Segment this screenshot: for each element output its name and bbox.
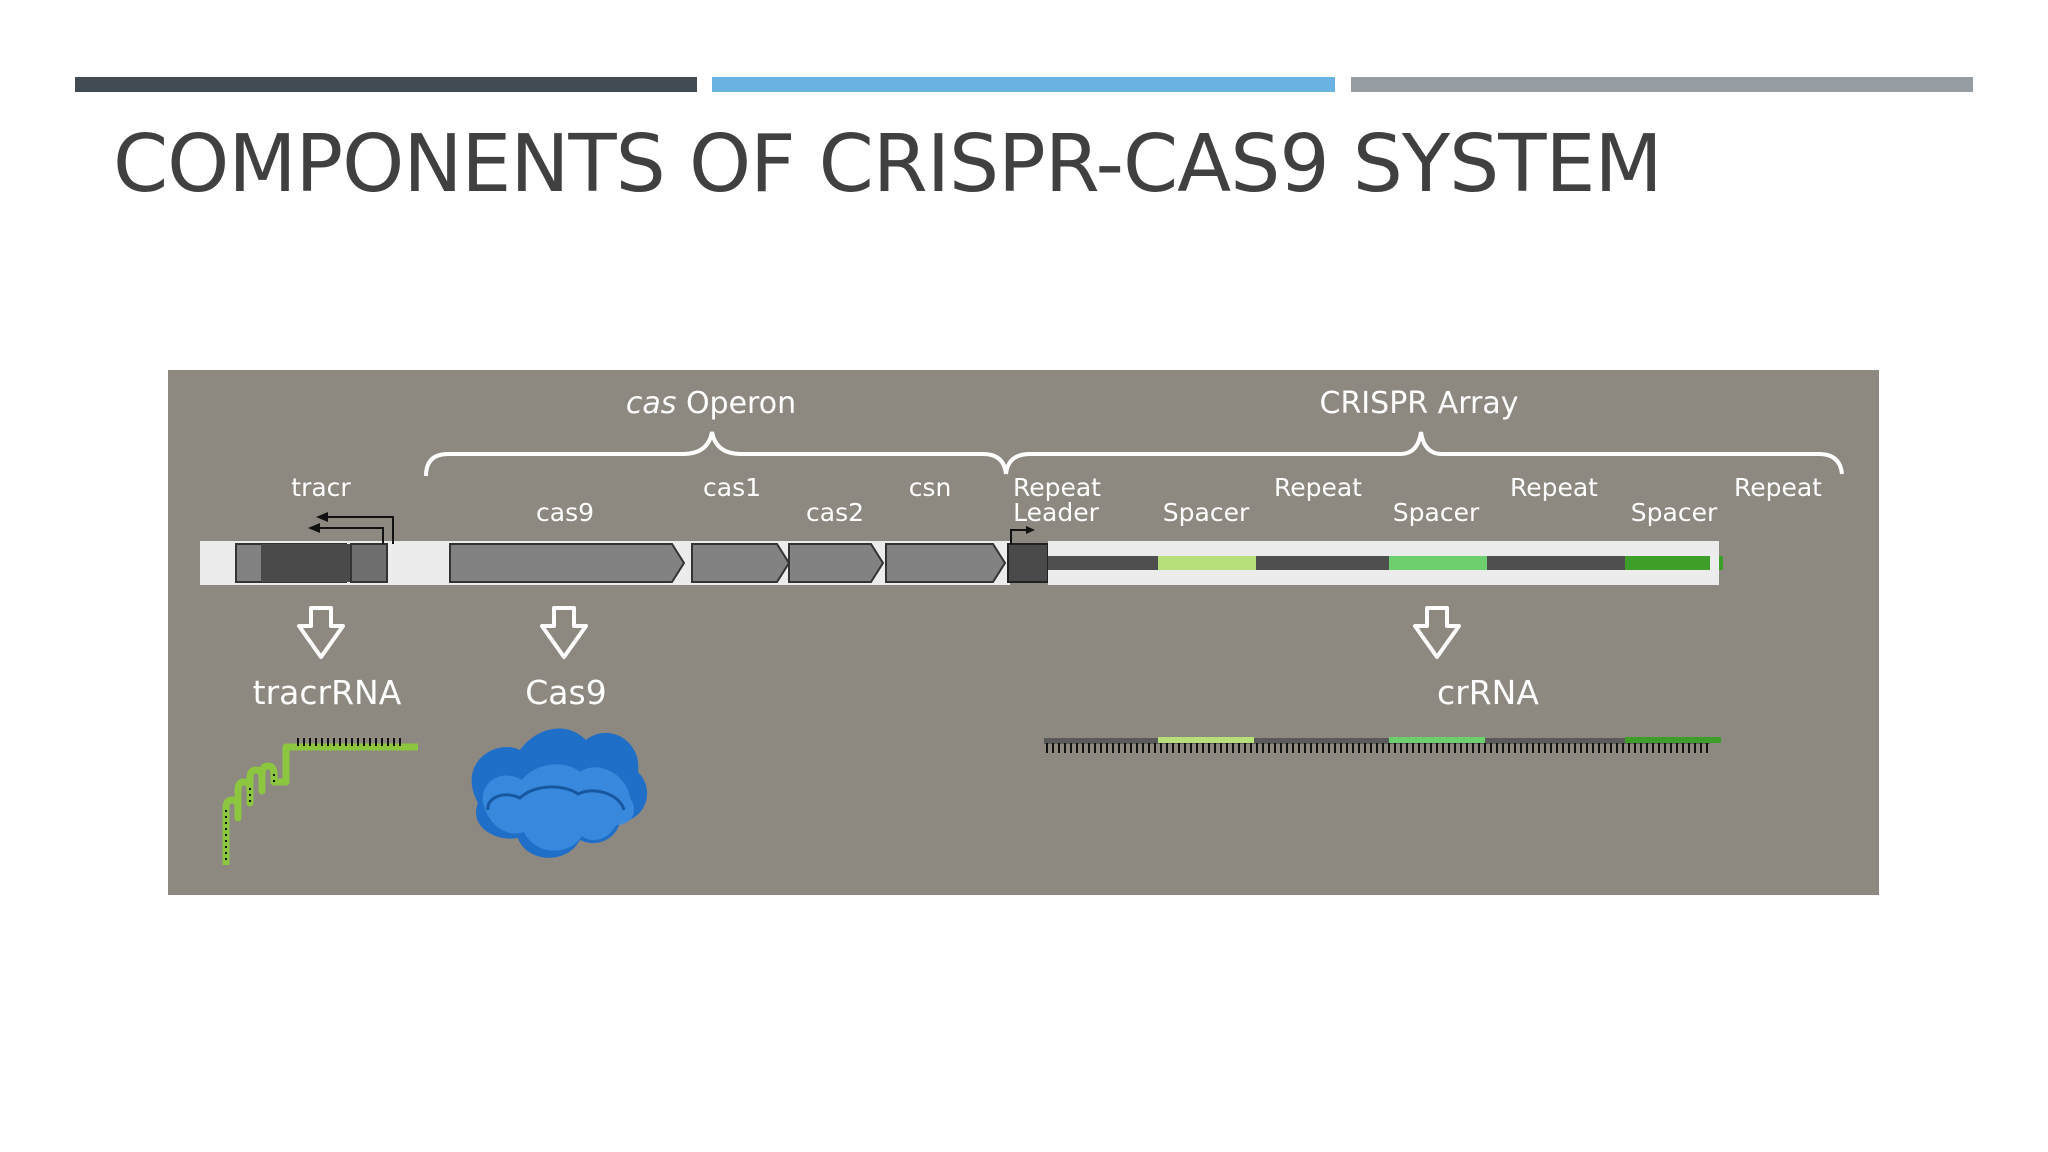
cas-operon-label-italic: cas — [626, 386, 677, 421]
cas9-gene-label: cas9 — [536, 498, 594, 527]
repeat-label-1: Repeat — [1013, 473, 1101, 502]
array-spacer-3 — [1625, 556, 1723, 570]
tracrrna-bases — [297, 738, 401, 746]
tracr-promoter-line-1 — [328, 516, 394, 544]
cas9-down-arrow-icon — [540, 606, 588, 659]
cas9-protein-groove — [486, 785, 626, 811]
cas1-gene-label: cas1 — [703, 473, 761, 502]
array-spacer-1 — [1158, 556, 1256, 570]
cas9-protein-label: Cas9 — [525, 673, 606, 712]
crispr-array-label: CRISPR Array — [1320, 386, 1519, 421]
crrna-backbone — [1044, 738, 1710, 744]
tracr-down-arrow-icon — [297, 606, 345, 659]
crrna-label: crRNA — [1437, 673, 1539, 712]
tracr-label: tracr — [291, 473, 351, 502]
cas-operon-label: cas Operon — [626, 386, 796, 421]
leader-box — [1007, 543, 1049, 583]
array-spacer-2 — [1389, 556, 1487, 570]
tracrrna-strand — [222, 743, 418, 865]
accent-bar-blue — [712, 77, 1335, 92]
cas2-gene-arrow — [788, 543, 885, 583]
repeat-label-2: Repeat — [1274, 473, 1362, 502]
tracrrna-label: tracrRNA — [253, 673, 402, 712]
tracr-promoter-arrowhead-2 — [308, 523, 320, 533]
cas9-gene-arrow — [449, 543, 686, 583]
spacer-label-1: Spacer — [1163, 498, 1250, 527]
diagram-background — [168, 370, 1879, 895]
crrna-spacer-1 — [1158, 737, 1254, 743]
crrna-down-arrow-icon — [1413, 606, 1461, 659]
cas-operon-brace — [424, 431, 1008, 477]
cas-operon-label-rest: Operon — [676, 386, 796, 421]
cas9-protein-lobe — [482, 764, 635, 851]
crrna-spacer-2 — [1389, 737, 1485, 743]
tracr-promoter-arrowhead-1 — [316, 512, 328, 522]
tracr-small-box — [350, 543, 388, 583]
crispr-diagram-svg: cas Operon CRISPR Array tracr cas9 cas1 … — [168, 370, 1879, 895]
slide-title: COMPONENTS OF CRISPR-CAS9 SYSTEM — [113, 118, 1663, 210]
leader-promoter-line — [1010, 529, 1026, 544]
array-strip-end — [1710, 541, 1719, 585]
repeat-label-4: Repeat — [1734, 473, 1822, 502]
accent-bar-dark — [75, 77, 697, 92]
crispr-array-brace — [1004, 431, 1844, 475]
cas1-gene-arrow — [691, 543, 791, 583]
leader-promoter-arrowhead — [1026, 526, 1035, 534]
accent-bar-grey — [1351, 77, 1973, 92]
cas2-gene-label: cas2 — [806, 498, 864, 527]
csn-gene-arrow — [885, 543, 1007, 583]
cas9-protein-icon — [471, 728, 648, 858]
spacer-label-3: Spacer — [1631, 498, 1718, 527]
tracrrna-structure — [222, 738, 418, 865]
tracr-dark-box — [261, 544, 351, 582]
array-repeat-track — [1048, 556, 1710, 570]
repeat-label-3: Repeat — [1510, 473, 1598, 502]
csn-gene-label: csn — [909, 473, 952, 502]
crrna-structure — [1044, 737, 1721, 753]
tracr-promoter-line-2 — [320, 527, 384, 544]
crrna-spacer-3 — [1625, 737, 1721, 743]
crispr-diagram: cas Operon CRISPR Array tracr cas9 cas1 … — [168, 370, 1879, 895]
spacer-label-2: Spacer — [1393, 498, 1480, 527]
leader-label: Leader — [1013, 498, 1099, 527]
